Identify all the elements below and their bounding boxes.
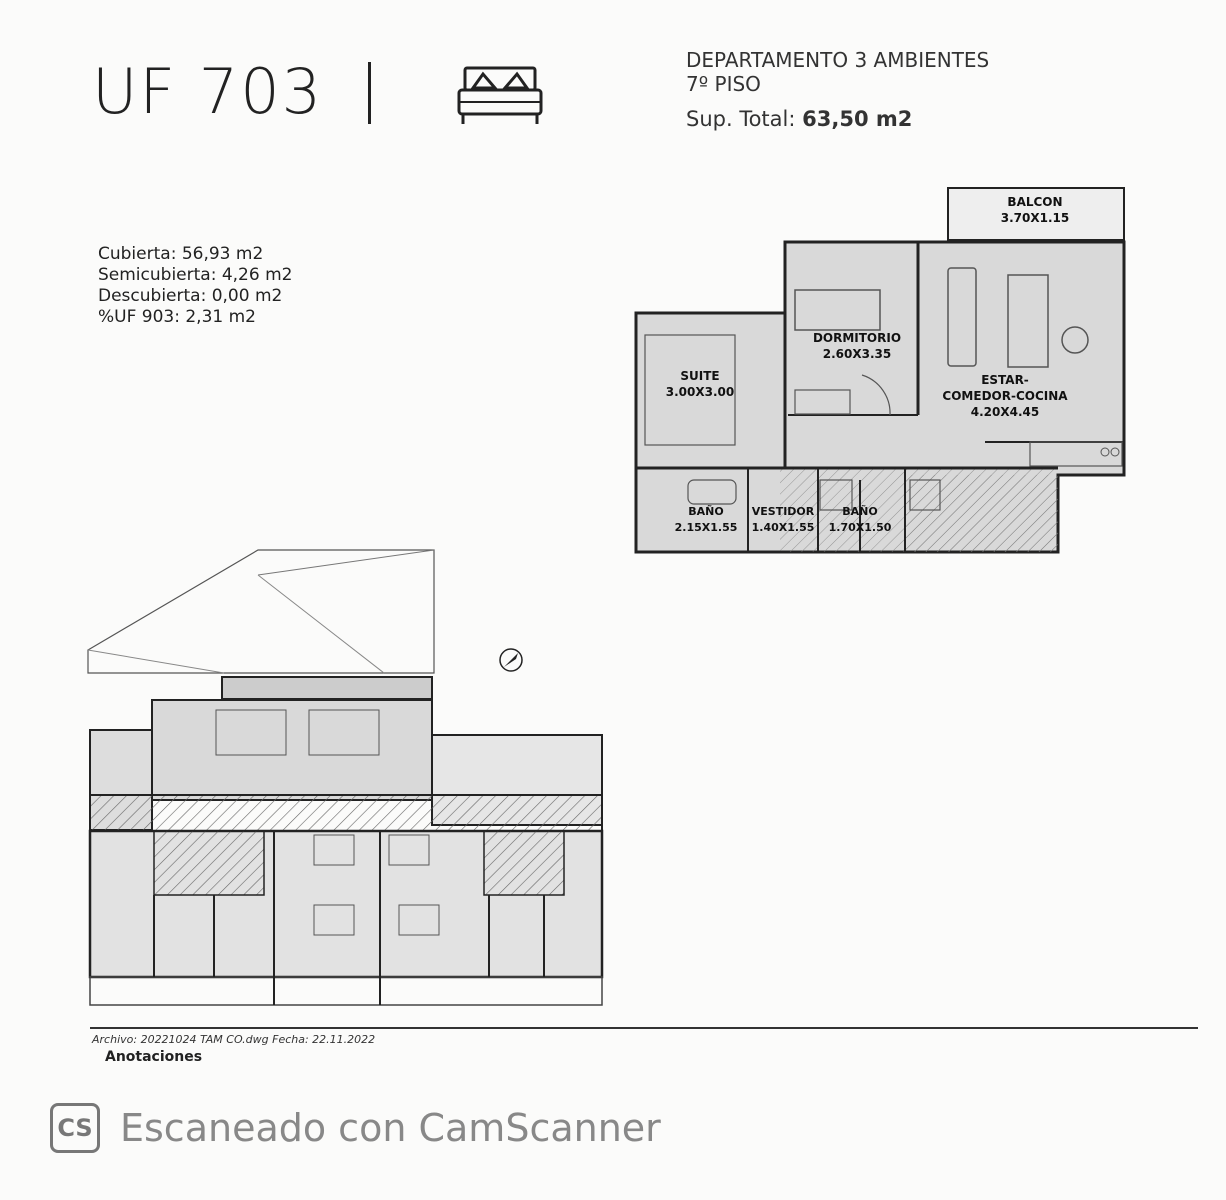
- room-name: SUITE: [680, 369, 720, 383]
- room-name-2: COMEDOR-COCINA: [942, 389, 1068, 403]
- unit-floor-plan: [634, 187, 1126, 554]
- room-dims: 2.15X1.55: [674, 521, 738, 534]
- room-dormitorio: DORMITORIO 2.60X3.35: [802, 330, 912, 362]
- balcony-outline: [947, 187, 1125, 241]
- bed-icon: [457, 66, 543, 124]
- camscanner-watermark: Escaneado con CamScanner: [120, 1106, 661, 1150]
- area-covered: Cubierta: 56,93 m2: [98, 244, 264, 264]
- total-surface-value: 63,50 m2: [802, 107, 913, 131]
- area-breakdown: Cubierta: 56,93 m2 Semicubierta: 4,26 m2…: [98, 244, 292, 328]
- room-dims: 1.70X1.50: [828, 521, 892, 534]
- floor-key-plan: [87, 549, 604, 1006]
- north-compass-icon: [499, 648, 523, 672]
- unit-floor: 7º PISO: [686, 72, 761, 96]
- room-estar-comedor-cocina: ESTAR- COMEDOR-COCINA 4.20X4.45: [935, 372, 1075, 420]
- room-name: BAÑO: [842, 505, 878, 518]
- room-dims: 1.40X1.55: [751, 521, 815, 534]
- room-dims: 3.00X3.00: [665, 385, 735, 399]
- room-dims: 3.70X1.15: [1000, 211, 1070, 225]
- room-name: VESTIDOR: [751, 505, 815, 518]
- file-info: Archivo: 20221024 TAM CO.dwg Fecha: 22.1…: [92, 1033, 376, 1046]
- footer-divider: [90, 1027, 1198, 1029]
- room-name: BALCON: [1007, 195, 1063, 209]
- annotations-label: Anotaciones: [105, 1049, 203, 1065]
- unit-title: UF 703: [92, 55, 324, 128]
- room-bano-1: BAÑO 2.15X1.55: [668, 504, 744, 536]
- area-uf-share: %UF 903: 2,31 m2: [98, 307, 256, 327]
- room-suite: SUITE 3.00X3.00: [650, 368, 750, 400]
- camscanner-logo-icon: CS: [50, 1103, 100, 1153]
- area-uncovered: Descubierta: 0,00 m2: [98, 286, 283, 306]
- unit-description: DEPARTAMENTO 3 AMBIENTES 7º PISO: [686, 48, 989, 96]
- room-name: ESTAR-: [981, 373, 1029, 387]
- total-surface: Sup. Total: 63,50 m2: [686, 107, 912, 131]
- room-name: BAÑO: [688, 505, 724, 518]
- room-dims: 4.20X4.45: [970, 405, 1040, 419]
- room-balcon: BALCON 3.70X1.15: [985, 194, 1085, 226]
- unit-type: DEPARTAMENTO 3 AMBIENTES: [686, 48, 990, 72]
- room-vestidor: VESTIDOR 1.40X1.55: [745, 504, 821, 536]
- title-separator: [368, 62, 371, 124]
- area-semicovered: Semicubierta: 4,26 m2: [98, 265, 293, 285]
- room-dims: 2.60X3.35: [822, 347, 892, 361]
- room-bano-2: BAÑO 1.70X1.50: [822, 504, 898, 536]
- room-name: DORMITORIO: [812, 331, 902, 345]
- total-surface-label: Sup. Total:: [686, 107, 796, 131]
